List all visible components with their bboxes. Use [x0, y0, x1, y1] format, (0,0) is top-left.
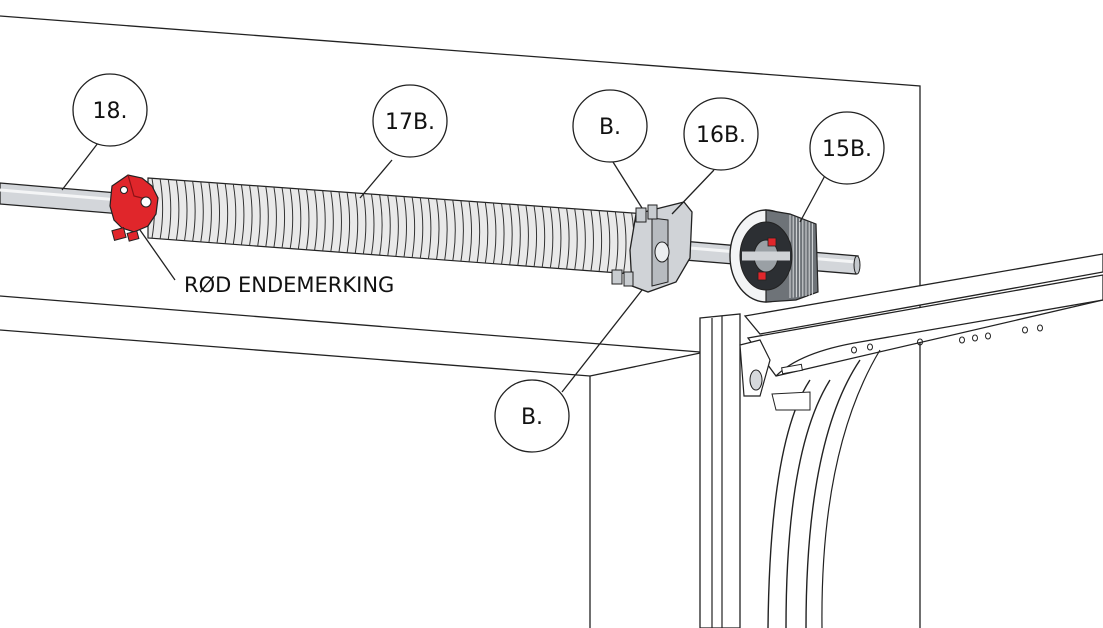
red-end-marking-label: RØD ENDEMERKING [184, 273, 394, 297]
spring-coil [468, 201, 473, 262]
spring-coil [159, 178, 164, 239]
spring-coil [249, 185, 253, 246]
spring-coil [452, 199, 456, 261]
spring-coil [208, 182, 212, 243]
spring-coil [427, 198, 432, 259]
spring-coil [444, 199, 448, 261]
spring-coil [346, 192, 351, 253]
spring-coil [224, 183, 229, 244]
spring-coil [167, 179, 172, 240]
spring-coil [492, 202, 497, 264]
spring-coil [232, 184, 237, 245]
spring-coil [200, 181, 204, 242]
spring-coil [184, 180, 188, 241]
spring-coil [289, 188, 294, 249]
spring-coil [557, 207, 562, 269]
spring-coil [257, 185, 261, 247]
spring-coil [305, 189, 310, 250]
spring-coil [525, 205, 529, 267]
spring-coil [240, 184, 245, 246]
spring-coil [476, 201, 481, 263]
spring-coil [338, 191, 342, 253]
spring-coil [541, 206, 546, 268]
drum-grooves [789, 215, 813, 298]
spring-coil [175, 179, 180, 241]
callout-b-top: B. [572, 89, 648, 163]
spring-coil [281, 187, 286, 249]
bolt-bottom [611, 269, 634, 287]
spring-coil [582, 209, 586, 271]
spring-coil [574, 208, 578, 270]
spring-coil [322, 190, 326, 252]
spring-coil [273, 187, 277, 248]
spring-coil [314, 189, 318, 251]
door-track [699, 253, 1103, 628]
cable-drum [729, 209, 819, 303]
spring-coil [403, 196, 407, 258]
spring-coil [460, 200, 464, 262]
callout-15b: 15B. [809, 111, 885, 185]
spring-coil [614, 211, 619, 273]
spring-coil [419, 197, 424, 259]
spring-coil [606, 211, 611, 273]
spring-coil [533, 205, 538, 267]
torsion-spring [147, 177, 661, 277]
callout-15b-label: 15B. [822, 137, 872, 162]
callout-17b: 17B. [372, 84, 448, 158]
spring-coil [395, 195, 399, 257]
callout-16b: 16B. [683, 97, 759, 171]
spring-coil [622, 212, 627, 274]
center-bearing-bracket [611, 201, 693, 293]
spring-coil [192, 181, 196, 242]
callout-b-bottom-label: B. [521, 405, 543, 430]
red-end-marker [109, 174, 159, 242]
callout-18-label: 18. [93, 99, 128, 124]
callout-18: 18. [72, 73, 148, 147]
spring-coil [590, 209, 594, 271]
spring-coil [362, 193, 367, 255]
spring-coil [265, 186, 269, 247]
spring-coil [436, 198, 440, 260]
spring-coil [379, 194, 383, 256]
wall-outline [0, 15, 921, 628]
spring-coil [501, 203, 505, 265]
track-holes [851, 324, 1043, 354]
spring-coil [216, 182, 221, 244]
spring-coil [387, 195, 391, 256]
spring-coil [549, 206, 554, 268]
spring-coil [598, 210, 603, 272]
spring-coil [370, 194, 375, 255]
spring-coil [330, 191, 334, 252]
spring-coil [411, 197, 416, 258]
callout-17b-label: 17B. [385, 110, 435, 135]
callout-b-top-label: B. [599, 115, 621, 140]
spring-coil [517, 204, 521, 266]
spring-coil [354, 192, 359, 254]
callout-b-bottom: B. [494, 379, 570, 453]
spring-coil [484, 202, 489, 264]
callout-16b-label: 16B. [696, 123, 746, 148]
bolt-top [635, 204, 658, 223]
spring-coil [509, 204, 513, 265]
spring-coil [566, 208, 570, 270]
spring-coil [297, 188, 302, 250]
leader-lines [61, 142, 829, 393]
